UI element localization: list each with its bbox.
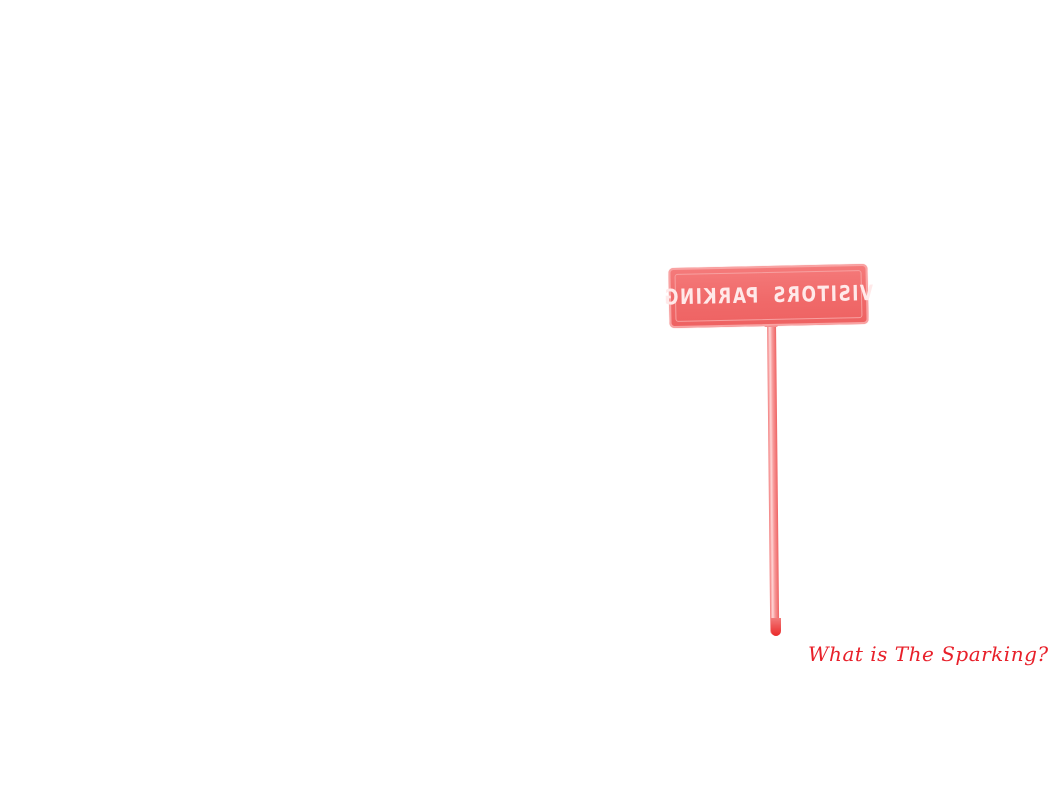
sign-text: VISITORS PARKING: [663, 281, 874, 311]
sign-pole-tip: [771, 618, 781, 636]
caption-text: What is The Sparking?: [808, 642, 1049, 666]
sign-pole: [767, 321, 780, 636]
parking-sign: VISITORS PARKING: [663, 263, 874, 329]
